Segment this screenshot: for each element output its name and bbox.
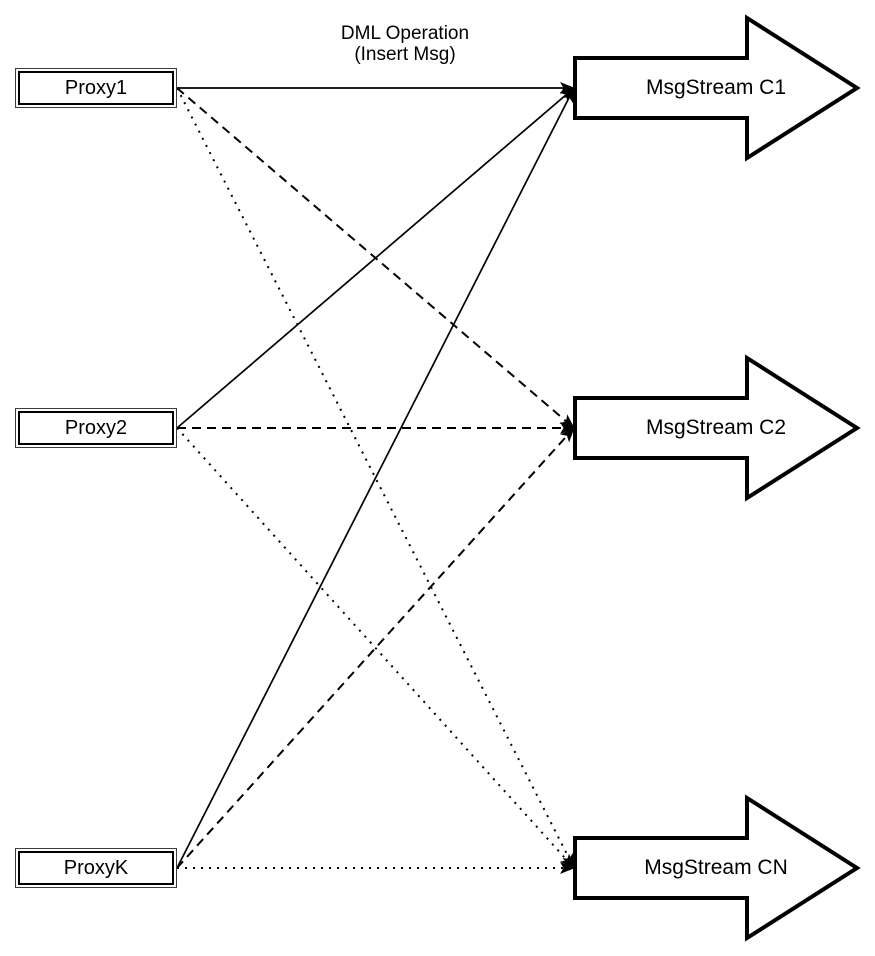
- msgstream-c1-label: MsgStream C1: [645, 76, 787, 99]
- proxy-box-proxy2: Proxy2: [15, 408, 177, 448]
- dml-operation-label: DML Operation (Insert Msg): [275, 23, 535, 65]
- proxy-box-proxy1: Proxy1: [15, 68, 177, 108]
- msgstream-cn-label: MsgStream CN: [644, 856, 788, 879]
- edge-proxy2-cn-dotted: [176, 427, 575, 869]
- edge-proxyk-c1-solid: [176, 87, 575, 869]
- msgstream-arrow-cn: [573, 794, 861, 942]
- proxyk-label: ProxyK: [63, 856, 129, 879]
- dml-operation-label-line1: DML Operation: [340, 23, 470, 44]
- proxy2-label: Proxy2: [64, 416, 128, 439]
- edge-proxyk-c2-dashed: [176, 427, 575, 869]
- edge-proxy1-c2-dashed: [176, 87, 575, 429]
- proxy1-label: Proxy1: [64, 76, 128, 99]
- proxy-box-proxyk: ProxyK: [15, 848, 177, 888]
- edge-proxy1-cn-dotted: [176, 87, 575, 869]
- msgstream-c2-label: MsgStream C2: [645, 416, 787, 439]
- msgstream-arrow-c2: [573, 354, 861, 502]
- msgstream-arrow-c1: [573, 14, 861, 162]
- dml-operation-label-line2: (Insert Msg): [354, 44, 456, 65]
